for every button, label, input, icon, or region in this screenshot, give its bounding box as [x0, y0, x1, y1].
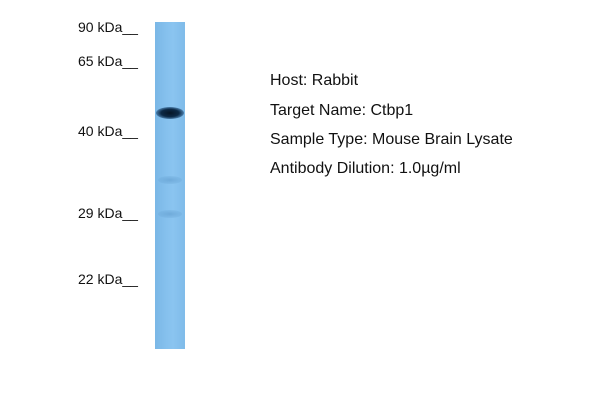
marker-29kda: 29 kDa__	[78, 205, 138, 221]
antibody-dilution-label: Antibody Dilution: 1.0µg/ml	[270, 160, 461, 177]
faint-band	[158, 176, 182, 184]
marker-90kda: 90 kDa__	[78, 19, 138, 35]
sample-type-label: Sample Type: Mouse Brain Lysate	[270, 131, 513, 148]
protein-band	[156, 107, 184, 119]
host-label: Host: Rabbit	[270, 72, 359, 89]
target-name-label: Target Name: Ctbp1	[270, 102, 414, 119]
marker-65kda: 65 kDa__	[78, 53, 138, 69]
marker-40kda: 40 kDa__	[78, 123, 138, 139]
marker-22kda: 22 kDa__	[78, 271, 138, 287]
faint-band	[158, 210, 182, 218]
blot-lane	[155, 22, 185, 349]
